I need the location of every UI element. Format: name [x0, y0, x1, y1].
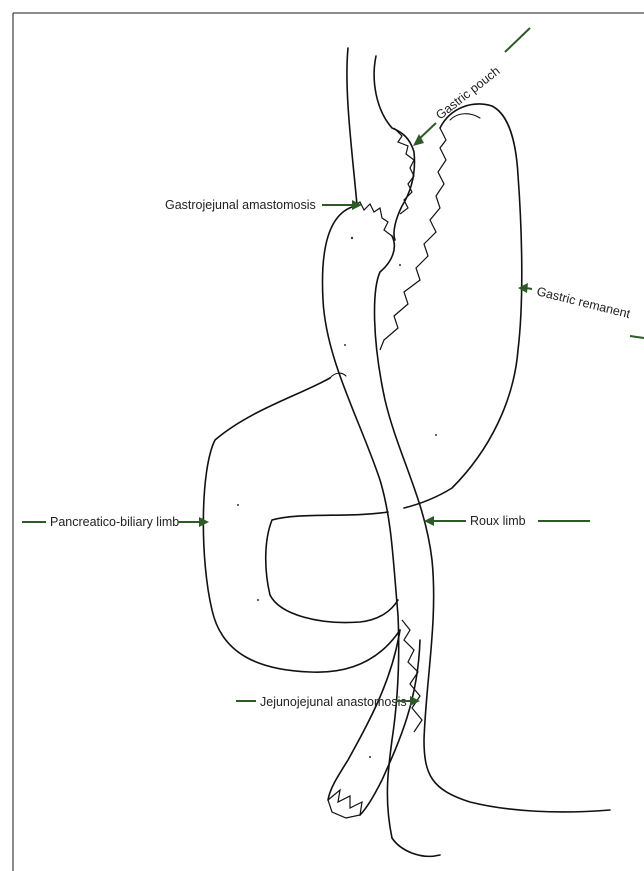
common-channel-right	[360, 640, 420, 815]
label-roux-limb: Roux limb	[424, 514, 590, 528]
biliary-limb-inner	[266, 512, 398, 623]
label-gastric-remnant: Gastric remanent	[518, 283, 644, 338]
gastric-pouch-staple-line	[394, 128, 414, 214]
roux-limb-label: Roux limb	[470, 514, 526, 528]
label-pancreatico-biliary: Pancreatico-biliary limb	[22, 515, 209, 529]
roux-limb-left-wall	[322, 207, 398, 838]
biliary-limb-continuation	[330, 373, 346, 378]
pancreatico-biliary-label: Pancreatico-biliary limb	[50, 515, 179, 529]
biliary-limb-outer	[203, 378, 400, 672]
jejunojejunal-label: Jejunojejunal anastomosis	[260, 695, 407, 709]
common-channel-cut-end	[328, 790, 362, 818]
gastric-pouch-outline	[374, 56, 414, 240]
texture-dot	[237, 504, 239, 506]
texture-dot	[351, 237, 353, 239]
gastric-remnant-label: Gastric remanent	[535, 284, 632, 321]
common-channel-left	[328, 630, 400, 800]
esophagus-outline	[347, 48, 357, 205]
jejunojejunal-staple-line	[402, 620, 422, 732]
label-gastric-pouch: Gastric pouch	[413, 28, 530, 146]
common-channel-tail	[392, 838, 440, 856]
texture-dot	[399, 264, 401, 266]
gastric-remnant-outline	[404, 104, 522, 508]
texture-dot	[344, 344, 346, 346]
label-gastrojejunal: Gastrojejunal amastomosis	[165, 198, 362, 212]
gastrojejunal-staple-line	[352, 202, 392, 236]
texture-dot	[257, 599, 259, 601]
gastrojejunal-label: Gastrojejunal amastomosis	[165, 198, 316, 212]
texture-dot	[435, 434, 437, 436]
texture-dot	[369, 756, 371, 758]
gastric-remnant-inner-edge	[450, 114, 480, 120]
label-jejunojejunal: Jejunojejunal anastomosis	[236, 695, 420, 709]
